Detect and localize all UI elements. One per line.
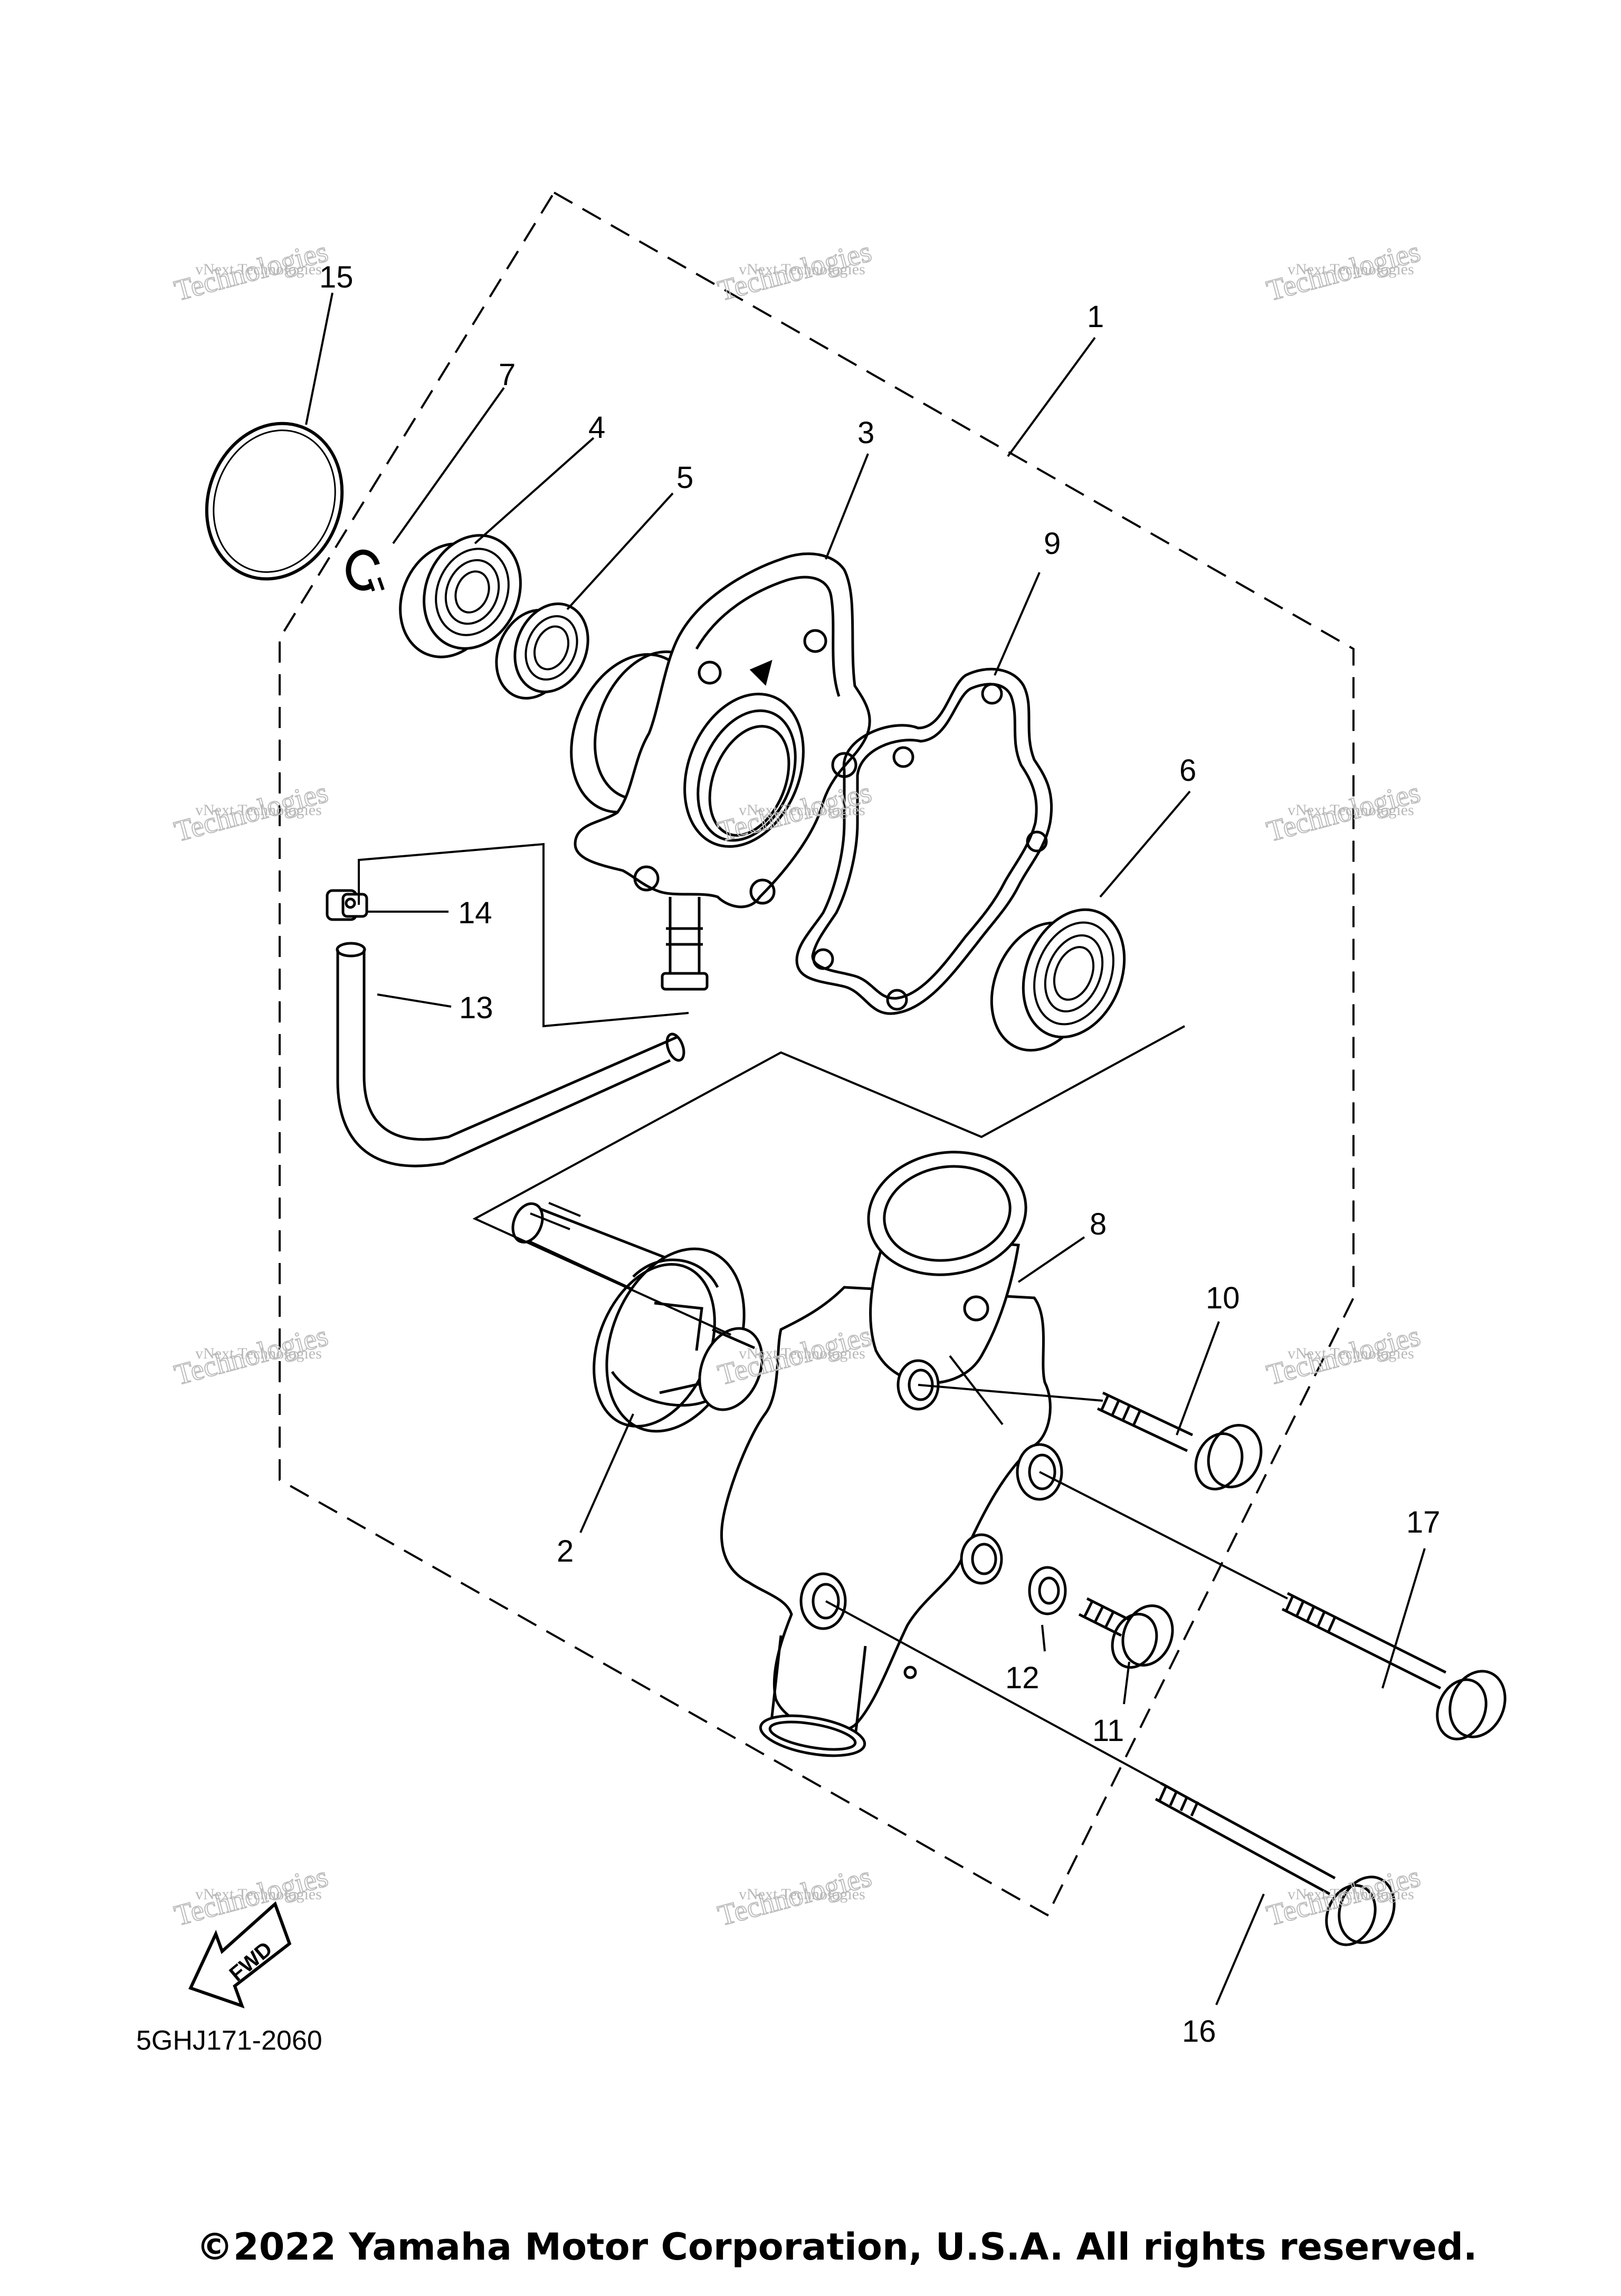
watermark-front: vNext Technologies [739, 801, 865, 819]
assembly-lines [358, 843, 1288, 1784]
watermark: Technologies vNext Technologies [170, 235, 332, 308]
watermark: Technologies vNext Technologies [170, 776, 332, 849]
callouts: 1 2 3 4 5 6 7 8 9 10 11 12 13 14 15 16 1… [319, 260, 1441, 2049]
callout-8: 8 [1090, 1207, 1107, 1241]
bearing-part [399, 534, 522, 658]
callout-7: 7 [499, 358, 516, 392]
pump-housing-part [570, 552, 871, 991]
watermark-front: vNext Technologies [1288, 261, 1414, 278]
o-ring-part [205, 422, 344, 581]
bolt-17-part [1281, 1592, 1506, 1740]
circlip-part [346, 549, 385, 592]
watermark: Technologies vNext Technologies [714, 1860, 875, 1933]
callout-17: 17 [1406, 1505, 1441, 1539]
callout-15: 15 [319, 260, 354, 294]
watermark-front: vNext Technologies [1288, 1345, 1414, 1362]
watermark-front: vNext Technologies [195, 261, 322, 278]
callout-1: 1 [1087, 300, 1104, 334]
hose-clamp-part [326, 889, 368, 921]
callout-5: 5 [676, 461, 693, 495]
watermark-front: vNext Technologies [739, 1345, 865, 1362]
watermark-front: vNext Technologies [195, 1886, 322, 1903]
watermark: Technologies vNext Technologies [1263, 235, 1424, 308]
watermark-front: vNext Technologies [1288, 1886, 1414, 1903]
diagram-code: 5GHJ171-2060 [136, 2025, 322, 2056]
watermark: Technologies vNext Technologies [170, 1860, 332, 1933]
bolt-16-part [1155, 1782, 1396, 1946]
callout-16: 16 [1182, 2014, 1216, 2049]
callout-4: 4 [588, 410, 605, 445]
watermark: Technologies vNext Technologies [1263, 1319, 1424, 1392]
watermark: Technologies vNext Technologies [714, 235, 875, 308]
callout-3: 3 [857, 416, 874, 450]
bolt-11-part [1078, 1597, 1174, 1669]
callout-10: 10 [1206, 1281, 1240, 1315]
copyright-notice: ©2022 Yamaha Motor Corporation, U.S.A. A… [196, 2225, 1477, 2269]
bolt-10-part [1096, 1391, 1263, 1490]
watermark: Technologies vNext Technologies [170, 1319, 332, 1392]
callout-6: 6 [1179, 753, 1196, 788]
gasket-part [795, 667, 1053, 1015]
watermark: Technologies vNext Technologies [1263, 776, 1424, 849]
callout-9: 9 [1044, 527, 1061, 561]
hose-part [336, 942, 685, 1168]
washer-part [1028, 1566, 1067, 1615]
pump-cover-part [720, 1151, 1063, 1757]
watermark-front: vNext Technologies [195, 1345, 322, 1362]
watermark-front: vNext Technologies [195, 801, 322, 819]
watermark-front: vNext Technologies [739, 261, 865, 278]
watermark-front: vNext Technologies [739, 1886, 865, 1903]
oil-seal-part [495, 602, 589, 700]
callout-11: 11 [1092, 1714, 1124, 1748]
assembly-boundary [279, 191, 1355, 1917]
leader-lines [305, 292, 1426, 2005]
callout-13: 13 [459, 991, 493, 1025]
callout-2: 2 [557, 1534, 574, 1568]
pump-seal-part [990, 908, 1126, 1052]
callout-12: 12 [1005, 1661, 1040, 1695]
impeller-shaft-part [511, 1202, 764, 1433]
callout-14: 14 [458, 896, 492, 930]
watermark-front: vNext Technologies [1288, 801, 1414, 819]
